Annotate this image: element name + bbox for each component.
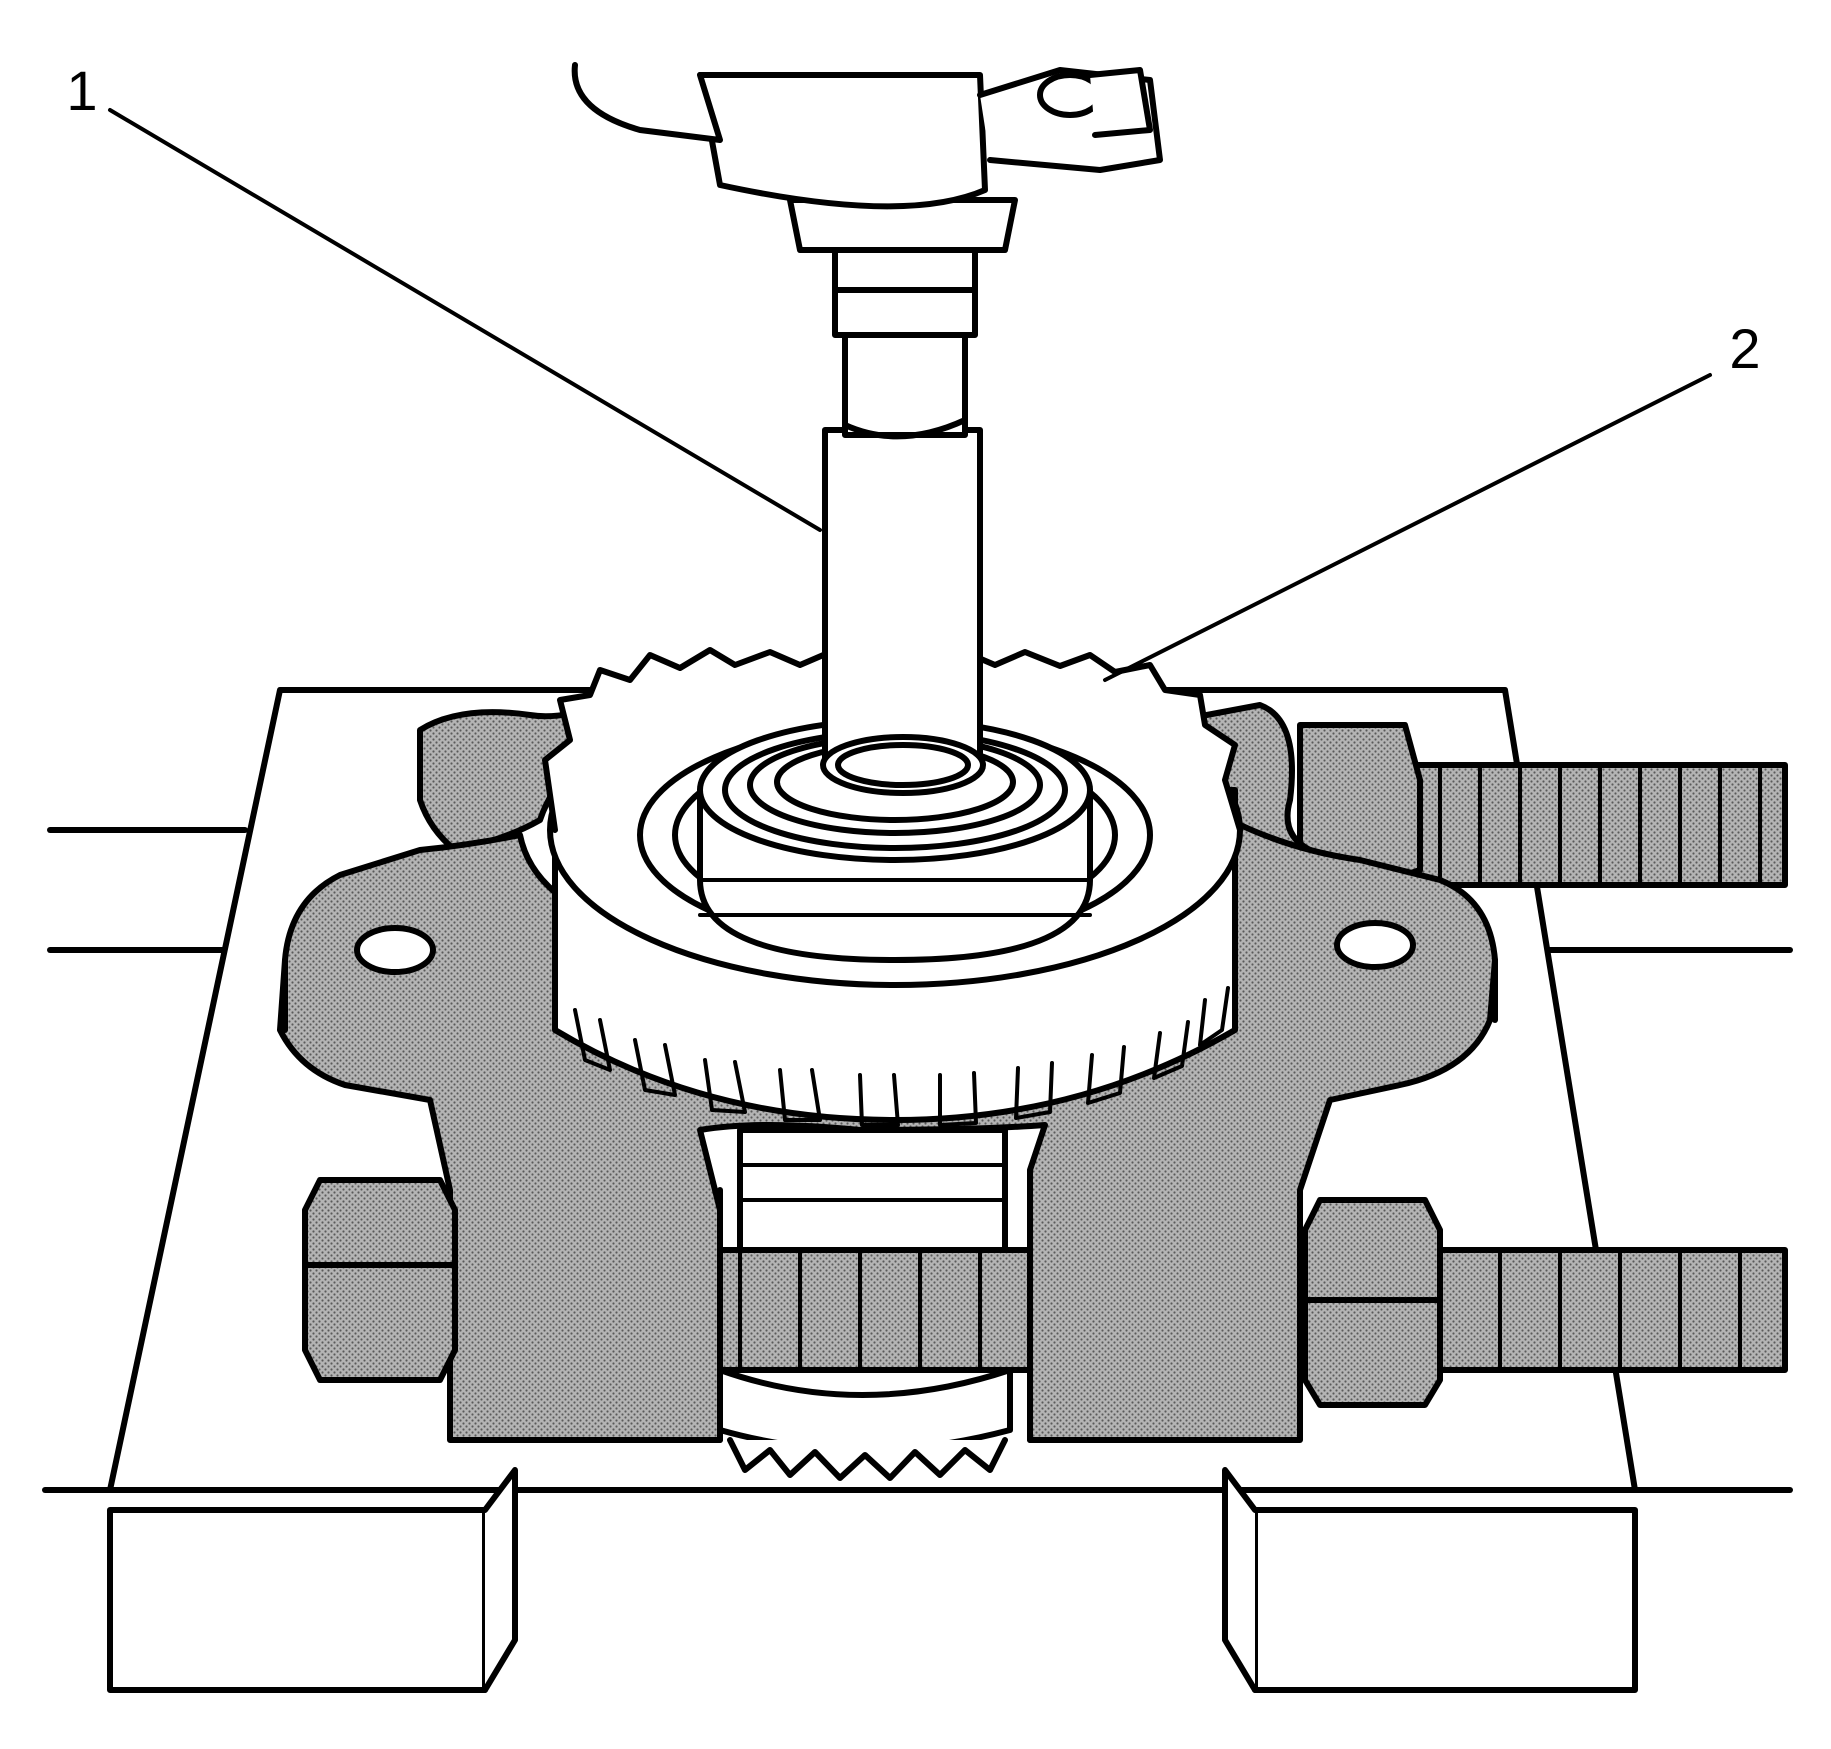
top-threaded-rod [1297,722,1788,888]
support-blocks [107,1467,1638,1693]
callout-1-label: 1 [66,59,97,122]
callout-leaders [108,108,1712,682]
shaft-below-gear [737,1127,1008,1253]
callout-2-leader [1103,373,1712,682]
callout-2-label: 2 [1729,317,1760,380]
callout-1-leader [108,108,822,532]
splitter-nuts [302,1177,1443,1408]
press-ram-tool [571,62,1163,796]
lower-gear [717,1367,1013,1481]
